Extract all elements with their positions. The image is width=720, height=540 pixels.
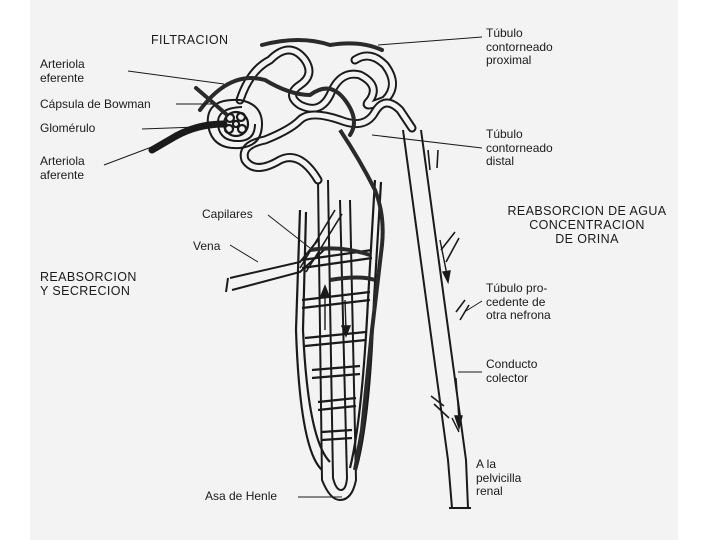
label-tubulo-otra-nefrona: Túbulo pro- cedente de otra nefrona <box>486 281 551 322</box>
capillary-network <box>294 179 383 471</box>
collecting-duct <box>402 129 471 509</box>
glomerulus <box>222 110 250 138</box>
duct-flow-arrows <box>439 239 463 431</box>
henle-flow-arrows <box>319 284 352 338</box>
label-vena: Vena <box>193 239 221 253</box>
efferent-arteriole <box>194 86 228 116</box>
label-reabsorcion-secrecion: REABSORCION Y SECRECION <box>40 270 137 298</box>
vena <box>225 209 343 293</box>
leader-lines <box>103 36 483 498</box>
label-capilares: Capilares <box>202 207 253 221</box>
dark-peritubular-vessel <box>198 38 384 137</box>
label-capsula-bowman: Cápsula de Bowman <box>40 97 151 111</box>
label-reabsorcion-agua: REABSORCION DE AGUA CONCENTRACION DE ORI… <box>507 204 667 246</box>
label-arteriola-aferente: Arteriola aferente <box>40 154 85 182</box>
loop-of-henle <box>317 179 358 502</box>
label-tubulo-distal: Túbulo contorneado distal <box>486 127 553 168</box>
label-tubulo-proximal: Túbulo contorneado proximal <box>486 26 553 67</box>
label-filtracion: FILTRACION <box>151 33 229 47</box>
label-pelvicilla-renal: A la pelvicilla renal <box>476 457 522 498</box>
dark-capillaries <box>309 128 385 471</box>
distal-tubule-lumen <box>241 100 415 183</box>
label-arteriola-eferente: Arteriola eferente <box>40 57 85 85</box>
label-glomerulo: Glomérulo <box>40 121 96 135</box>
label-conducto-colector: Conducto colector <box>486 357 538 385</box>
afferent-arteriole <box>148 120 228 154</box>
label-asa-henle: Asa de Henle <box>205 489 278 503</box>
proximal-tubule-lumen <box>237 47 395 111</box>
